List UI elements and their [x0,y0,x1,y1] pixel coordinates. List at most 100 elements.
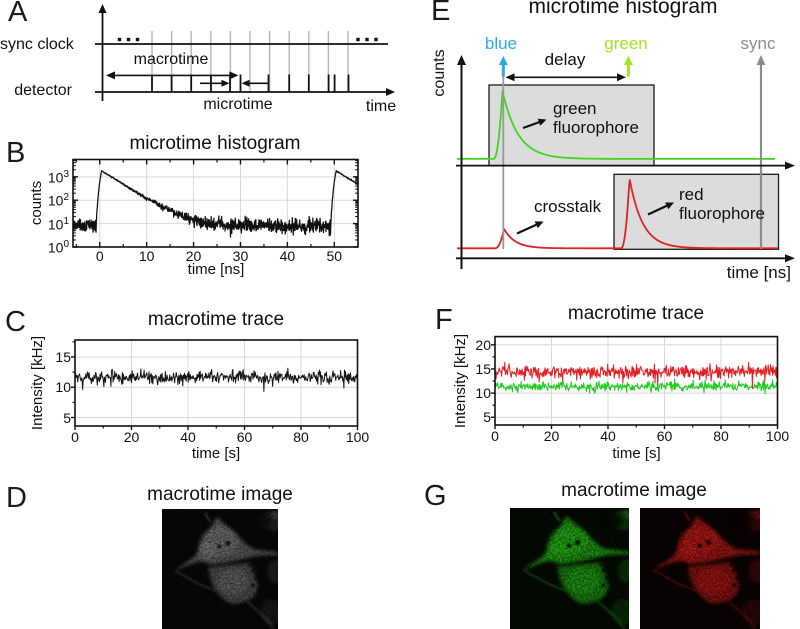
panel-letter-a: A [8,0,28,28]
delay-arrow [617,73,626,82]
microtime-label: microtime [203,96,273,113]
macrotime-arrow [106,71,115,80]
crosstalk-pointer [534,221,544,229]
ellipsis-dot [126,37,131,42]
panel-f-macrotime-trace: macrotime trace time [s] Intensity [kHz]… [420,300,800,480]
y-tick-label: 15 [475,360,491,377]
detector-time-axis [386,88,395,96]
panel-d-macrotime-image: macrotime image [0,480,420,629]
panel-letter-b: B [6,137,26,169]
bottom-time-axis [785,254,795,263]
panel-c-macrotime-trace: macrotime trace time [s] Intensity [kHz]… [0,300,420,480]
crosstalk-label: crosstalk [534,197,602,216]
x-tick-label: 0 [71,429,79,445]
grain-overlay [640,507,761,629]
x-axis-label: time [ns] [726,263,791,282]
ellipsis-dot [356,37,360,42]
red-fluorophore-pointer [647,204,669,216]
y-tick-label: 101 [47,215,69,233]
y-axis-label: Intensity [kHz] [29,335,46,431]
y-tick-label: 5 [63,409,71,426]
top-time-axis [785,161,795,170]
plot-title: microtime histogram [528,0,718,18]
macrotime-arrow [229,71,239,80]
y-tick-label: 20 [475,336,491,353]
x-axis-label: time [s] [191,445,241,462]
y-tick-label: 103 [47,168,69,186]
cell-image-green [509,507,629,629]
x-tick-label: 30 [232,248,249,264]
time-axis-label: time [365,98,397,115]
sync-pulse-label: sync [740,34,776,53]
y-tick-label: 5 [483,409,491,426]
ellipsis-dot [365,37,369,42]
green-excitation-arrow [623,56,633,65]
y-tick-label: 15 [55,348,71,365]
ellipsis-dot [135,37,140,42]
x-tick-label: 100 [765,428,790,444]
image-title: macrotime image [147,484,293,505]
y-tick-label: 10 [475,385,491,402]
green-fluorophore-pointer [522,120,541,130]
x-tick-label: 0 [491,428,499,444]
counts-axis [457,55,466,65]
blue-pulse-label: blue [484,34,518,53]
x-tick-label: 80 [293,429,309,445]
ellipsis-dot [374,37,378,42]
panel-letter-g: G [424,480,447,512]
x-tick-label: 40 [279,248,296,264]
plot-title: macrotime trace [567,303,705,324]
trace-green-channel [494,378,778,395]
x-tick-label: 20 [185,248,202,264]
red-fluorophore-pointer [665,202,674,210]
cell-image-gray [162,509,278,629]
green-pulse-label: green [604,34,648,53]
grain-overlay [509,507,629,629]
plot-frame [72,158,359,248]
detector-label: detector [14,82,72,99]
x-tick-label: 60 [656,428,673,444]
x-tick-label: 50 [326,248,343,264]
y-tick-label: 10 [55,379,71,396]
y-axis-label: counts [430,49,448,97]
x-axis-label: time [s] [612,445,661,462]
red-decay-curve [456,178,778,250]
trace-intensity [74,367,358,392]
delay-arrow [505,73,515,82]
panel-letter-f: F [435,304,453,336]
pie-schematic-graphics [456,55,795,269]
y-tick-label: 102 [47,192,69,209]
x-axis-label: time [ns] [187,261,245,278]
cell-image-gray [162,509,278,629]
plot-frame [74,339,359,427]
x-tick-label: 60 [236,429,253,445]
plot-frame [494,335,779,426]
x-tick-label: 100 [345,429,370,445]
decay-trace [72,169,359,238]
ellipsis-dot [117,37,122,42]
green-decay-curve [457,90,775,160]
x-tick-label: 20 [543,428,560,444]
macrotime-trace-graphics [491,335,779,429]
crosstalk-pointer [516,223,538,235]
vertical-axis [98,4,107,13]
panel-a-timing-diagram: sync clock detector macrotime microtime … [0,0,420,125]
panel-e-pie-schematic: microtime histogram counts blue green sy… [420,0,800,300]
trace-red-channel [494,361,778,390]
timing-diagram-graphics [95,4,395,101]
cell-image-red [640,507,761,629]
panel-letter-c: C [5,306,26,338]
x-tick-label: 40 [180,429,196,445]
y-tick-label: 100 [47,239,69,256]
cell-image-red [640,507,761,629]
x-tick-label: 40 [600,428,616,444]
sync-pulse-arrow [756,55,766,65]
green-fluorophore-pointer [537,118,547,126]
grain-overlay [162,509,278,629]
x-tick-label: 10 [138,248,155,264]
microtime-arrow-left [221,79,230,87]
panel-letter-e: E [431,0,451,27]
green-fluorophore-label: green fluorophore [553,99,640,137]
